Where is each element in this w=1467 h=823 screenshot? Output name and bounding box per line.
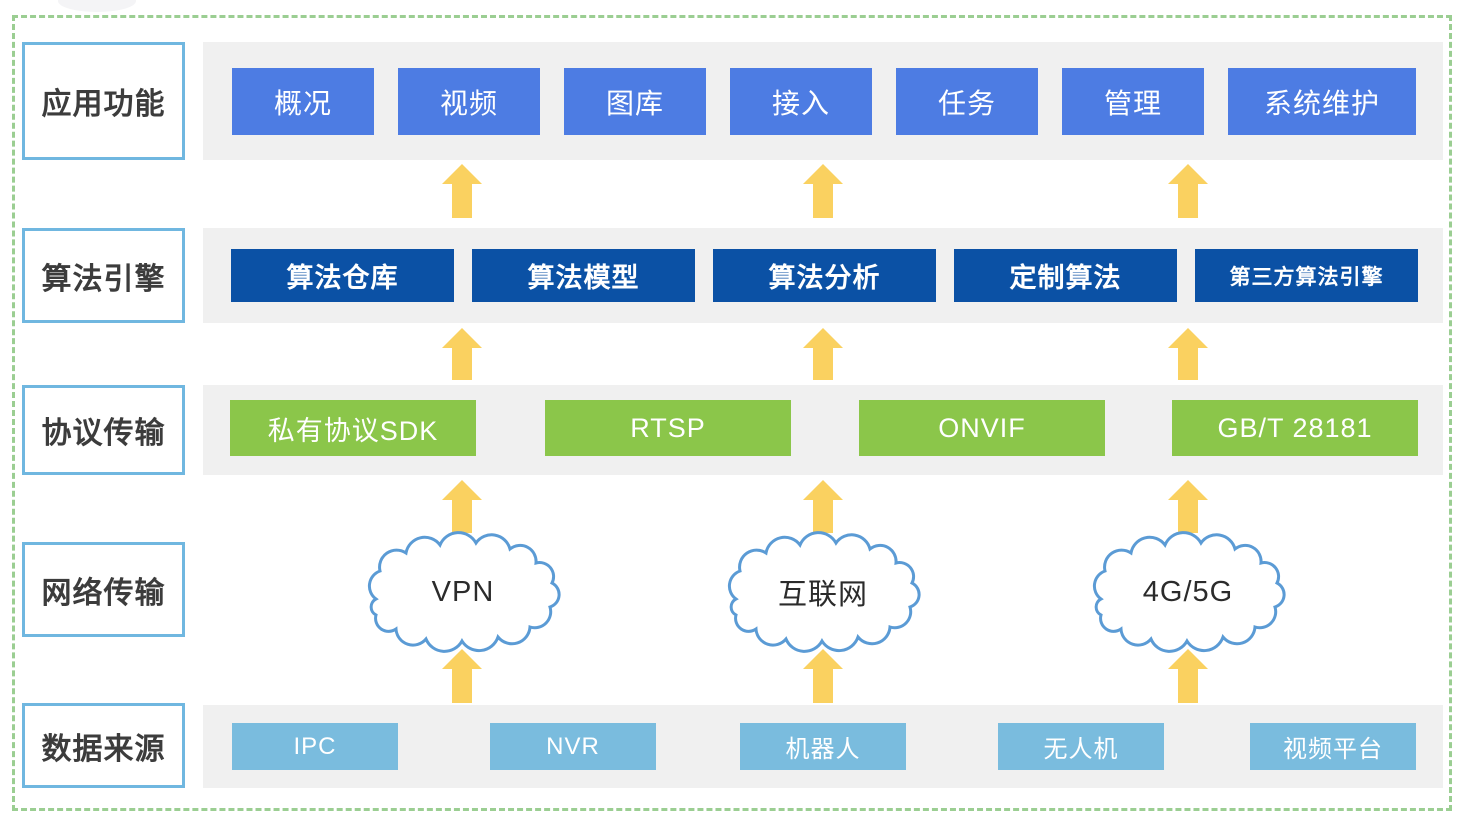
protocol-chip-gbt28181: GB/T 28181 <box>1172 400 1418 456</box>
source-chip-robot: 机器人 <box>740 723 906 770</box>
engine-chip-model: 算法模型 <box>472 249 695 302</box>
network-cloud-vpn: VPN <box>358 527 568 657</box>
source-chip-videoplatform: 视频平台 <box>1250 723 1416 770</box>
chip-label: 管理 <box>1103 87 1162 119</box>
layer-label-text: 网络传输 <box>41 576 166 610</box>
cloud-label: VPN <box>431 575 495 608</box>
protocol-chip-sdk: 私有协议SDK <box>230 400 476 456</box>
chip-label: 定制算法 <box>1009 263 1122 293</box>
chip-label: 算法模型 <box>527 263 640 293</box>
chip-label: 算法仓库 <box>286 263 399 293</box>
arrow-up-icon <box>1168 164 1208 218</box>
arrow-up-icon <box>1168 649 1208 703</box>
arrow-up-icon <box>1168 480 1208 533</box>
source-chip-drone: 无人机 <box>998 723 1164 770</box>
chip-label: 任务 <box>937 87 996 119</box>
arrow-up-icon <box>442 328 482 380</box>
chip-label: 机器人 <box>785 736 861 763</box>
chip-label: IPC <box>293 732 337 760</box>
arrow-up-icon <box>803 328 843 380</box>
chip-label: 系统维护 <box>1263 87 1380 119</box>
layer-label-engine: 算法引擎 <box>22 228 185 323</box>
layer-label-app: 应用功能 <box>22 42 185 160</box>
network-cloud-4g5g: 4G/5G <box>1083 527 1293 657</box>
protocol-chip-onvif: ONVIF <box>859 400 1105 456</box>
chip-label: 视频 <box>439 87 498 119</box>
chip-label: NVR <box>546 732 600 760</box>
chip-label: 无人机 <box>1043 736 1119 763</box>
app-chip-task: 任务 <box>896 68 1038 135</box>
app-chip-maintenance: 系统维护 <box>1228 68 1416 135</box>
source-chip-ipc: IPC <box>232 723 398 770</box>
protocol-chip-rtsp: RTSP <box>545 400 791 456</box>
layer-label-protocol: 协议传输 <box>22 385 185 475</box>
cloud-icon <box>1092 531 1286 653</box>
engine-chip-custom: 定制算法 <box>954 249 1177 302</box>
app-chip-access: 接入 <box>730 68 872 135</box>
app-chip-overview: 概况 <box>232 68 374 135</box>
chip-label: 图库 <box>605 87 664 119</box>
chip-label: 第三方算法引擎 <box>1229 265 1384 289</box>
arrow-up-icon <box>442 480 482 533</box>
cloud-icon <box>727 531 921 653</box>
layer-label-source: 数据来源 <box>22 703 185 788</box>
layer-label-text: 协议传输 <box>41 417 166 450</box>
layer-label-text: 应用功能 <box>41 88 166 121</box>
engine-chip-analysis: 算法分析 <box>713 249 936 302</box>
chip-label: ONVIF <box>938 412 1026 443</box>
arrow-up-icon <box>442 164 482 218</box>
layer-label-network: 网络传输 <box>22 542 185 637</box>
chip-label: 接入 <box>771 87 830 119</box>
layer-label-text: 数据来源 <box>41 732 166 766</box>
layer-label-text: 算法引擎 <box>41 262 166 296</box>
app-chip-video: 视频 <box>398 68 540 135</box>
chip-label: 私有协议SDK <box>267 415 439 446</box>
source-chip-nvr: NVR <box>490 723 656 770</box>
chip-label: GB/T 28181 <box>1217 412 1373 443</box>
cloud-label: 互联网 <box>777 579 868 611</box>
engine-chip-thirdparty: 第三方算法引擎 <box>1195 249 1418 302</box>
engine-chip-warehouse: 算法仓库 <box>231 249 454 302</box>
app-chip-gallery: 图库 <box>564 68 706 135</box>
chip-label: 视频平台 <box>1283 736 1383 763</box>
arrow-up-icon <box>803 164 843 218</box>
chip-label: 概况 <box>273 87 332 119</box>
cloud-icon <box>367 531 561 653</box>
arrow-up-icon <box>803 480 843 533</box>
cloud-label: 4G/5G <box>1142 575 1234 608</box>
arrow-up-icon <box>1168 328 1208 380</box>
arrow-up-icon <box>803 649 843 703</box>
chip-label: RTSP <box>630 412 706 443</box>
arrow-up-icon <box>442 649 482 703</box>
dashed-page-border <box>12 15 1452 811</box>
top-edge-artifact-shape <box>58 0 136 12</box>
chip-label: 算法分析 <box>768 263 881 293</box>
app-chip-manage: 管理 <box>1062 68 1204 135</box>
network-cloud-internet: 互联网 <box>718 527 928 657</box>
